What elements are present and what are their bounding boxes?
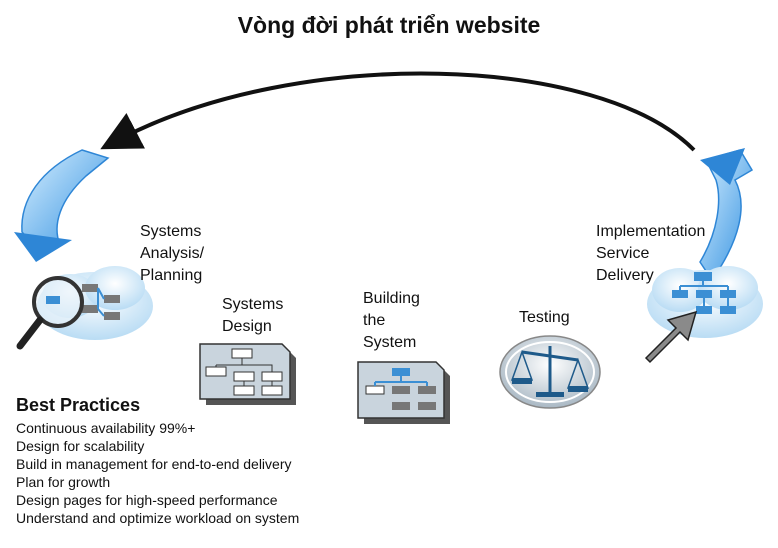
best-practice-item: Understand and optimize workload on syst… [16,510,300,526]
right-blue-arrow-head [700,148,745,185]
best-practices-list: Continuous availability 99%+ Design for … [16,419,299,527]
left-blue-arrow-head [14,232,72,262]
stage-label-building: Building the System [363,290,420,351]
delivery-cloud-icon [644,266,763,364]
design-document-icon [199,343,296,405]
best-practices-title: Best Practices [16,395,141,415]
page-title: Vòng đời phát triển website [237,12,541,38]
stage-label-implementation: Implementation Service Delivery [596,223,706,284]
balance-scale-icon [499,335,601,409]
best-practice-item: Design for scalability [16,438,145,454]
best-practice-item: Continuous availability 99%+ [16,420,196,436]
stage-label-testing: Testing [519,309,570,326]
best-practice-item: Design pages for high-speed performance [16,492,278,508]
stage-label-design: Systems Design [222,296,284,335]
best-practice-item: Plan for growth [16,474,111,490]
stage-label-analysis: Systems Analysis/ Planning [140,223,205,284]
best-practice-item: Build in management for end-to-end deliv… [16,456,292,472]
grey-pointer-arrow [644,310,698,364]
build-document-icon [357,361,450,424]
magnifier-cloud-icon [16,266,153,350]
return-arc-arrow [100,71,696,152]
